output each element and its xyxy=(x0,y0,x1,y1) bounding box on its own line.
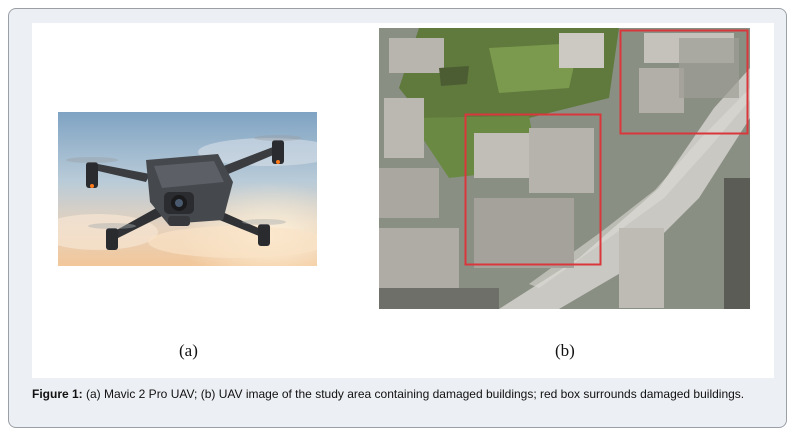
panel-b-label: (b) xyxy=(555,341,575,360)
caption-prefix: Figure 1: xyxy=(32,387,83,401)
damage-box-top-right xyxy=(619,29,749,135)
figure-caption: Figure 1: (a) Mavic 2 Pro UAV; (b) UAV i… xyxy=(32,387,774,402)
drone-photo-illustration xyxy=(58,112,317,266)
aerial-photo xyxy=(379,28,750,309)
caption-text: (a) Mavic 2 Pro UAV; (b) UAV image of th… xyxy=(82,387,745,401)
damage-box-center xyxy=(464,113,602,266)
figure-panels: (a) (b) xyxy=(32,23,774,378)
aerial-photo-illustration xyxy=(379,28,750,309)
figure-frame: (a) (b) Figure 1: (a) Mavic 2 Pro UAV; (… xyxy=(8,8,787,428)
drone-photo xyxy=(58,112,317,266)
panel-a-label: (a) xyxy=(179,341,198,360)
